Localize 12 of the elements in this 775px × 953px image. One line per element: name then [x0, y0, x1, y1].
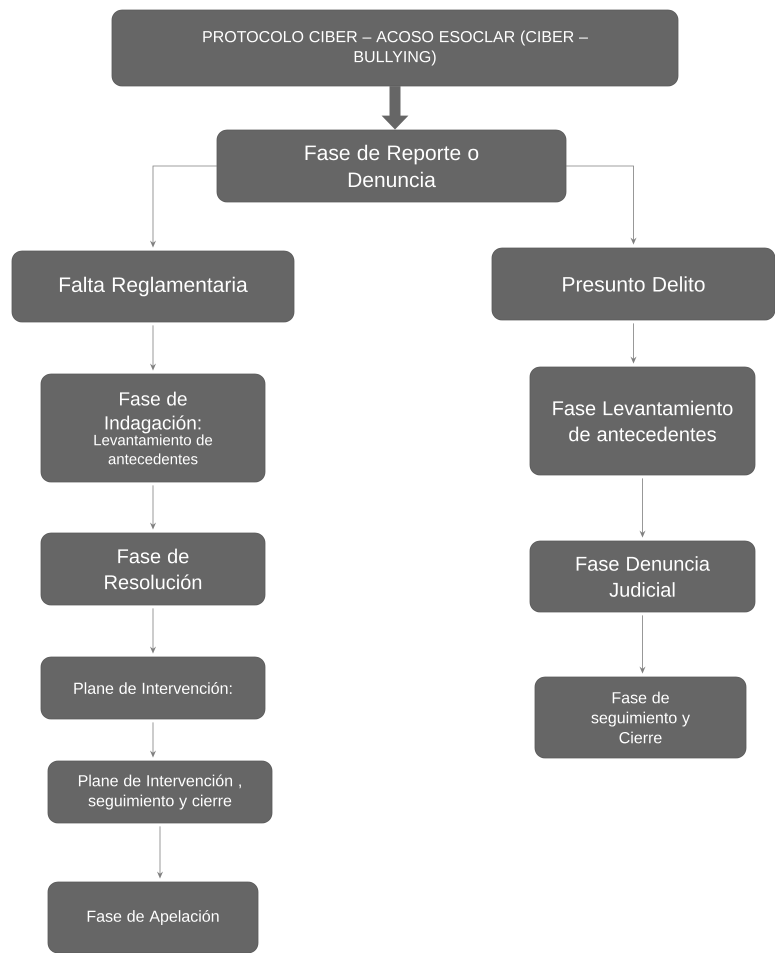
process-box: Fase Denuncia Judicial — [530, 540, 756, 612]
process-box: Fase de Apelación — [48, 882, 258, 953]
process-box: Fase de Reporte o Denuncia — [216, 130, 566, 202]
process-box: PROTOCOLO CIBER – ACOSO ESOCLAR (CIBER – BULLYING) — [112, 10, 678, 86]
process-box: Fase Levantamiento de antecedentes — [530, 366, 756, 476]
process-box: Plane de Intervención: — [40, 656, 266, 720]
process-box: Fase de seguimiento y Cierre — [534, 676, 746, 758]
process-box: Plane de Intervención , seguimiento y cierre — [48, 760, 272, 824]
process-box: Presunto Delito — [492, 248, 775, 320]
process-box: Fase de Indagación: Levantamiento de antecedentes — [40, 374, 266, 482]
process-box: Fase de Resolución — [40, 532, 266, 606]
process-box: Falta Reglamentaria — [12, 250, 294, 322]
